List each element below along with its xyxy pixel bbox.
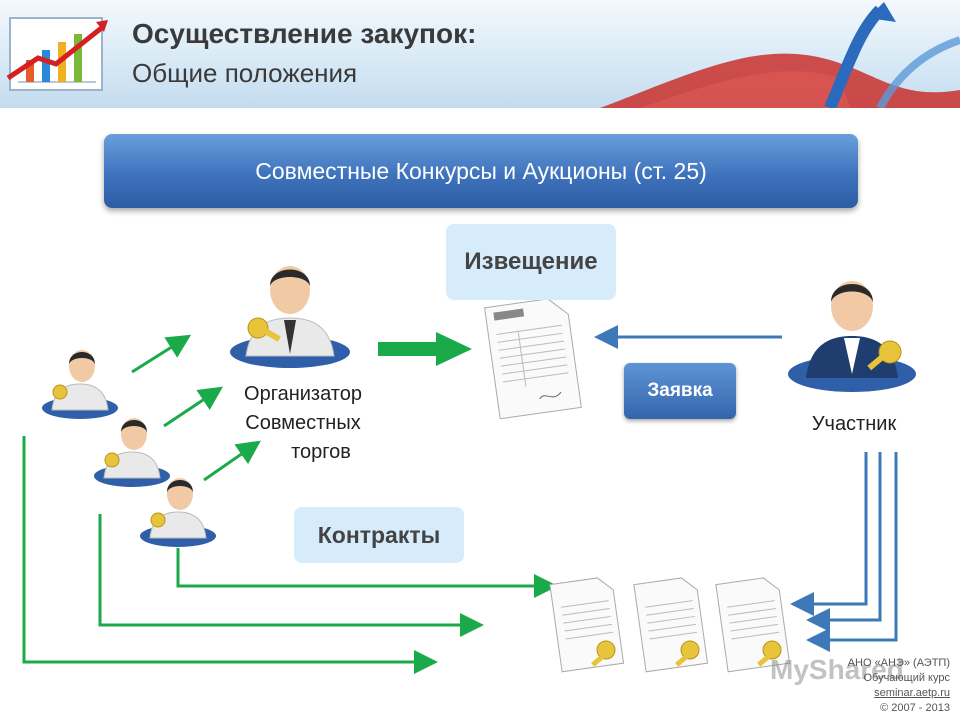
organizer-line-1: Организатор [244,383,362,405]
organizer-line-2: Совместных [245,412,361,434]
footer-line-2: Обучающий курс [863,672,950,684]
page-title: Осуществление закупок: [132,18,477,49]
notice-document-icon [478,296,582,425]
footer-line-3[interactable]: seminar.aetp.ru [848,686,950,701]
contracts-label: Контракты [294,507,464,563]
contract-document-icon-3 [712,576,792,681]
footer-line-1: АНО «АНЭ» (АЭТП) [847,657,950,669]
page-subtitle: Общие положения [132,58,358,88]
notice-label: Извещение [446,224,616,300]
contract-document-icon-1 [546,576,626,681]
footer-line-4: © 2007 - 2013 [880,702,950,714]
organizer-line-3: торгов [291,441,351,463]
participant-person-icon [786,270,920,407]
contract-document-icon-2 [630,576,710,681]
application-label: Заявка [624,363,736,419]
organizer-person-icon [228,256,352,375]
member-person-icon-3 [138,470,218,553]
logo-chart-icon [4,12,112,101]
organizer-caption: Организатор Совместных торгов [220,380,386,467]
section-banner: Совместные Конкурсы и Аукционы (ст. 25) [104,134,858,208]
footer-link[interactable]: seminar.aetp.ru [874,687,950,699]
footer-credits: АНО «АНЭ» (АЭТП) Обучающий курс seminar.… [848,656,950,716]
header: Осуществление закупок: Общие положения [0,0,960,108]
participant-caption: Участник [811,413,897,435]
watermark: MyShared [770,654,904,685]
member-person-icon-2 [92,410,172,493]
member-person-icon-1 [40,342,120,425]
